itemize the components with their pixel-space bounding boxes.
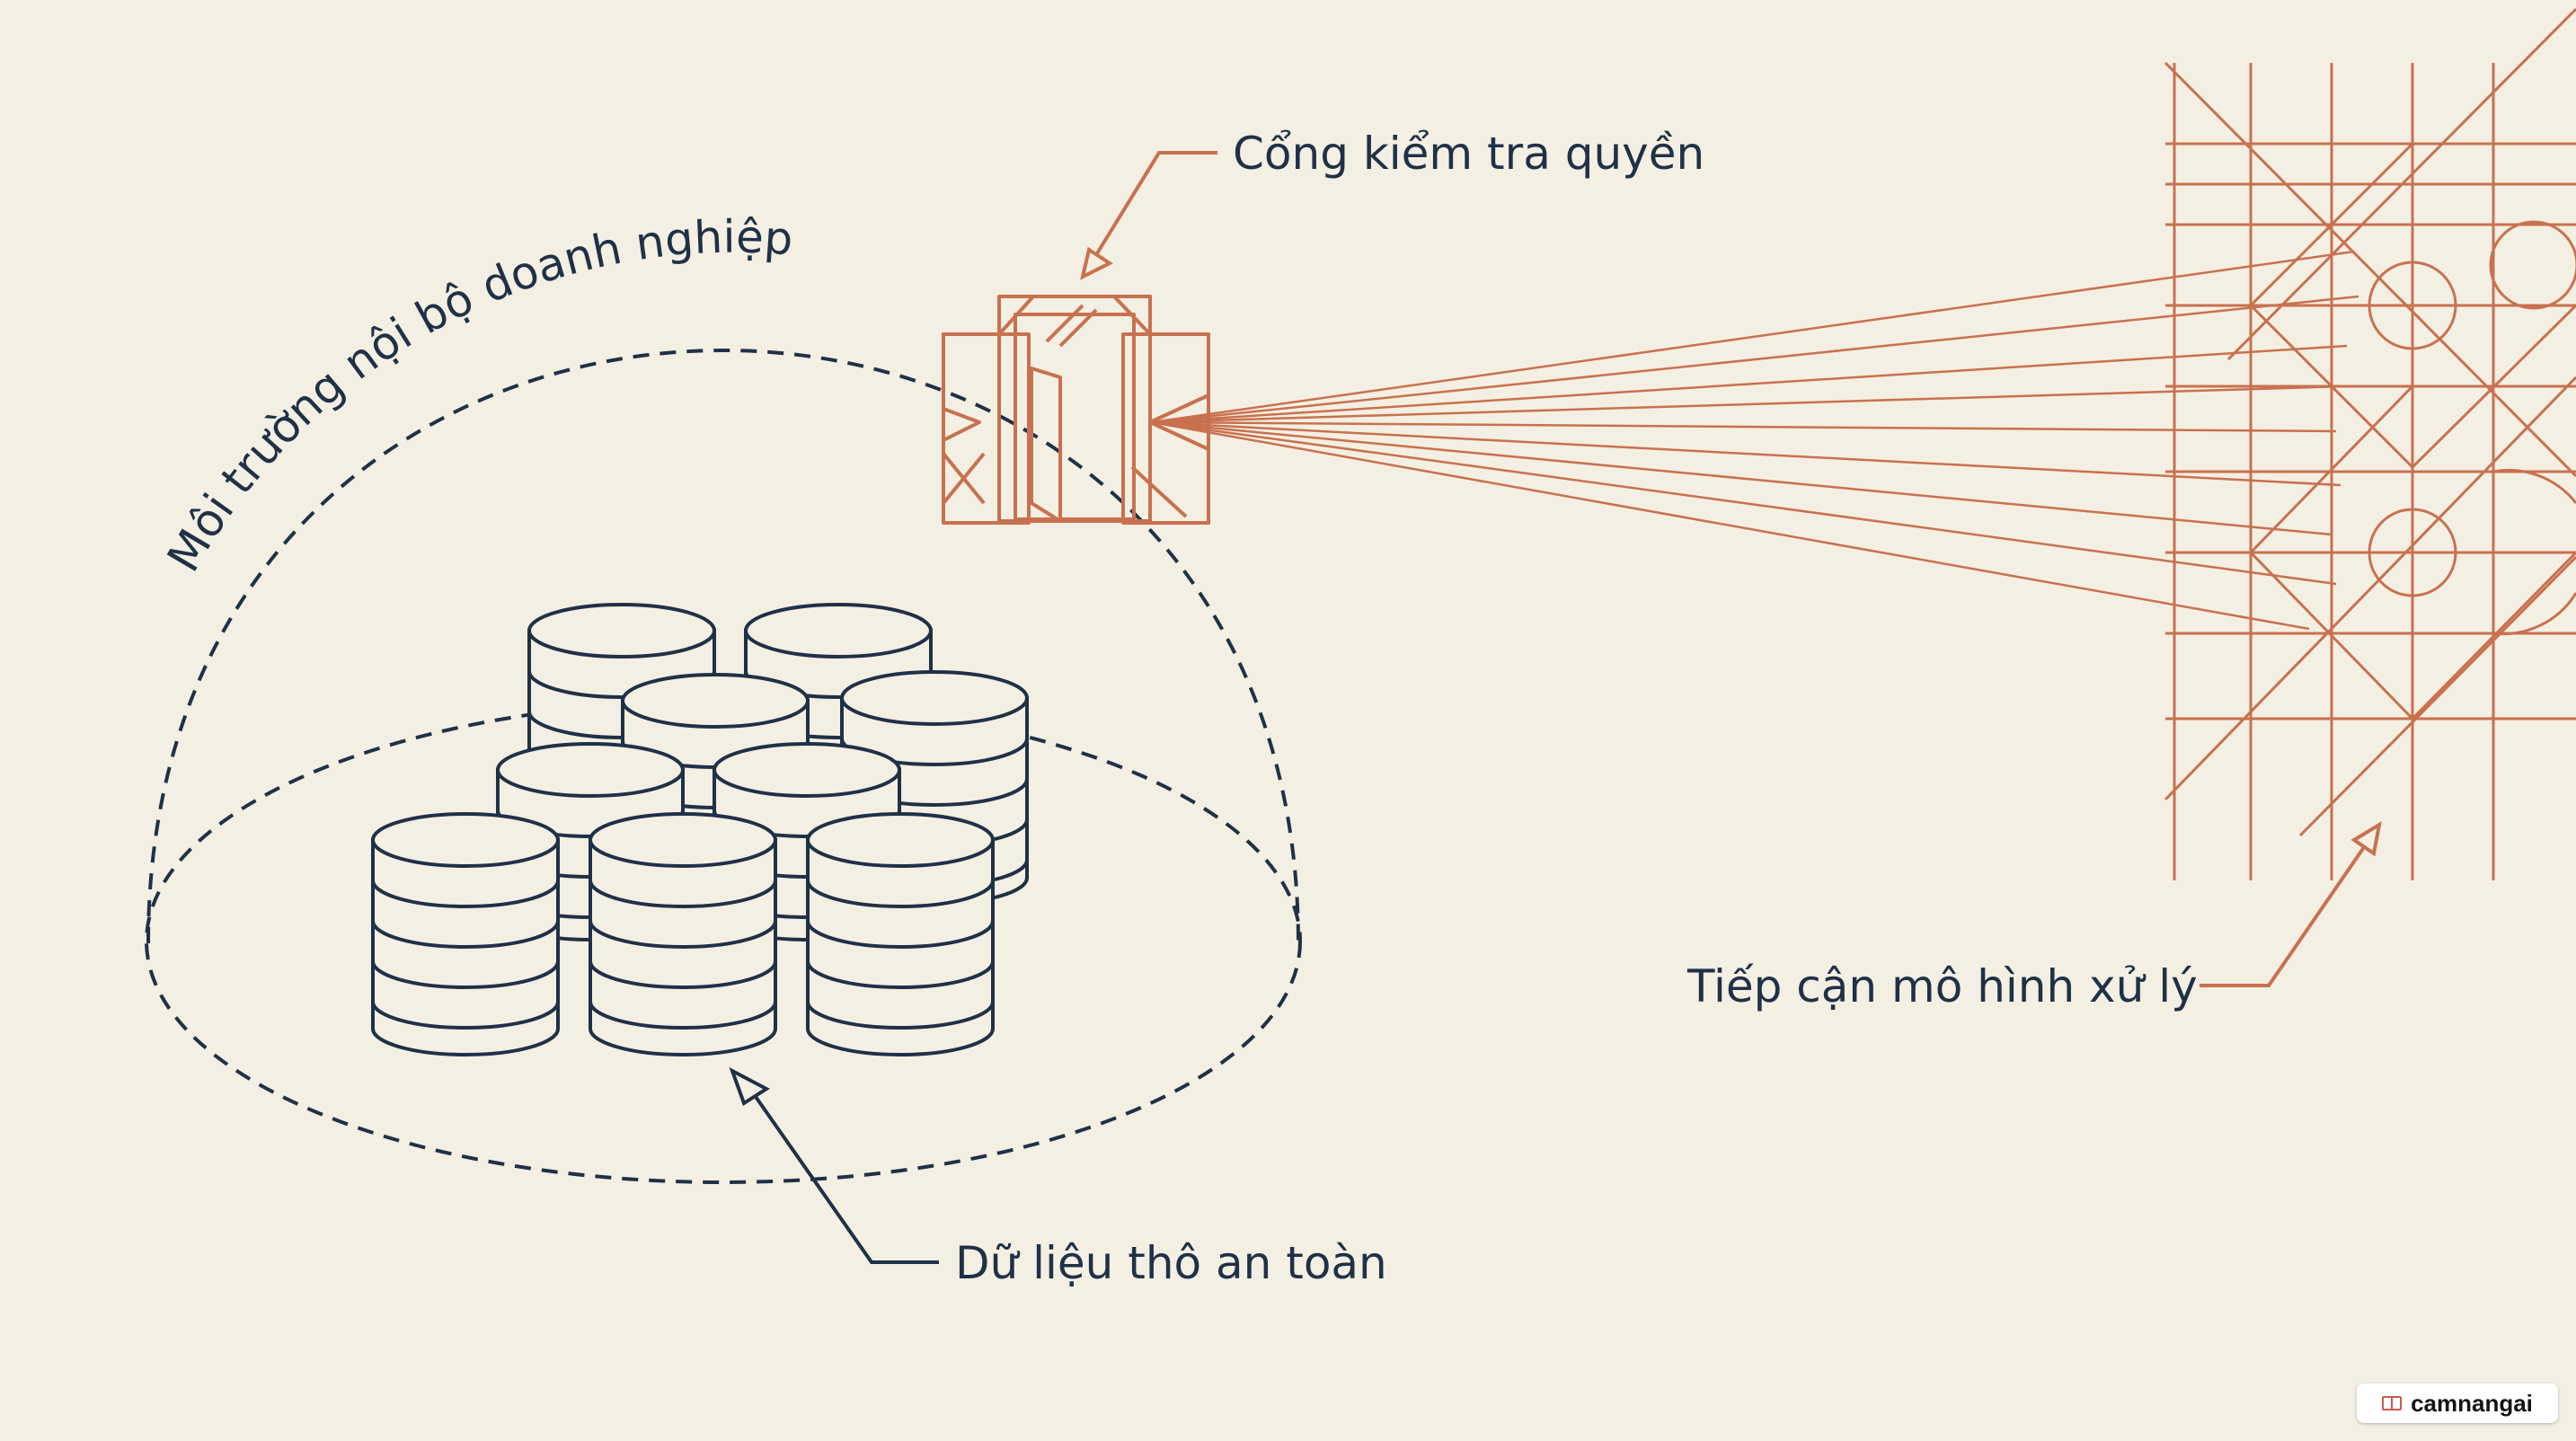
access-beam [1152, 422, 2336, 584]
database-cylinder [373, 814, 558, 1055]
database-cylinder [590, 814, 775, 1055]
model-pointer [2200, 825, 2379, 986]
watermark-text: camnangai [2411, 1390, 2533, 1418]
lattice-line [2491, 222, 2576, 308]
gate-pointer [1083, 153, 1217, 277]
model-lattice [2165, 9, 2576, 880]
gate-label: Cổng kiểm tra quyền [1233, 128, 1704, 180]
watermark-badge: camnangai [2357, 1384, 2558, 1423]
access-beam [1152, 422, 2332, 535]
database-cylinder [808, 814, 993, 1055]
raw-data-pointer [732, 1071, 939, 1262]
raw-data-label: Dữ liệu thô an toàn [955, 1237, 1387, 1289]
lattice-line [2300, 557, 2576, 835]
lattice-line [2493, 470, 2576, 503]
environment-label: Môi trường nội bộ doanh nghiệp [157, 211, 794, 581]
access-beam [1152, 422, 2336, 431]
book-icon [2382, 1396, 2402, 1410]
access-beam [1152, 346, 2347, 422]
lattice-line [2165, 377, 2576, 800]
access-beams [1152, 252, 2359, 629]
database-stack [373, 605, 1027, 1055]
model-access-label: Tiếp cận mô hình xử lý [1686, 960, 2198, 1012]
